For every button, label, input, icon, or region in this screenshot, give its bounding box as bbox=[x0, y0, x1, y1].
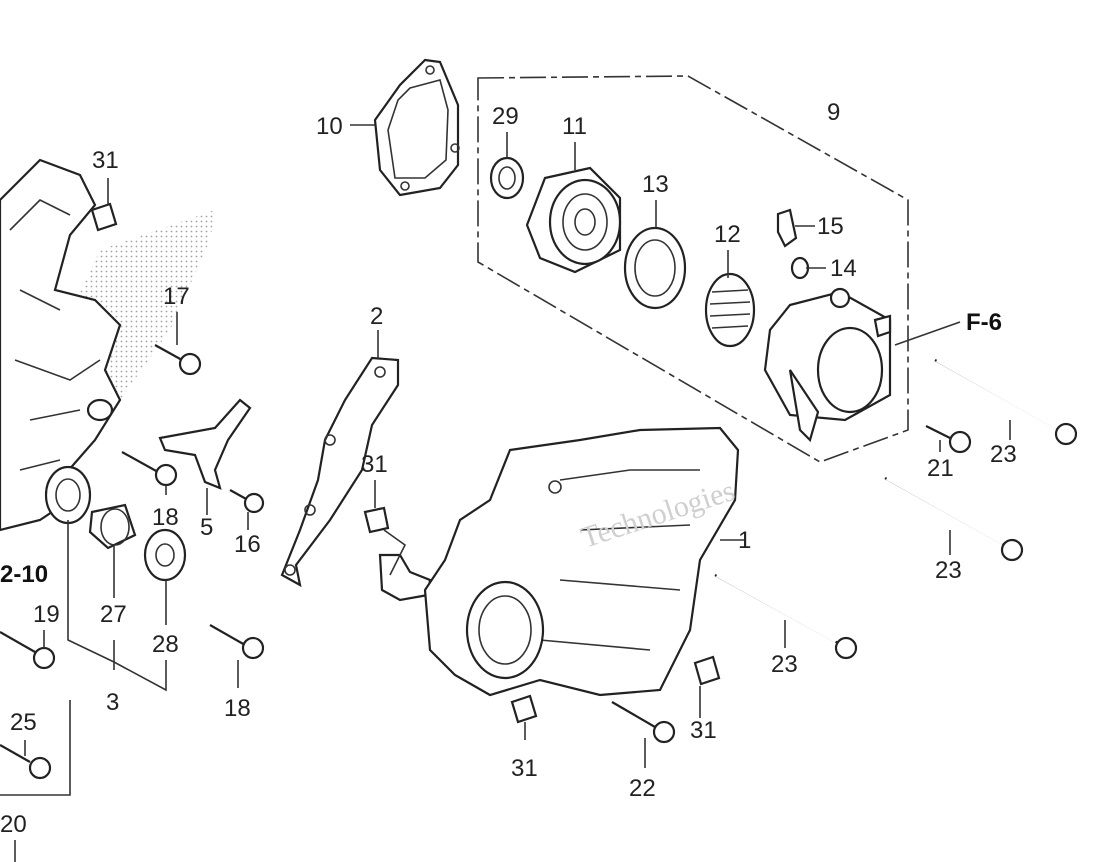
callout-28: 28 bbox=[152, 631, 179, 658]
callout-23-lower: 23 bbox=[771, 651, 798, 678]
dowel-31-bottom-left bbox=[510, 694, 538, 724]
spring-clip bbox=[704, 272, 756, 348]
small-bolt-15 bbox=[776, 208, 798, 248]
callout-31-plate: 31 bbox=[361, 451, 388, 478]
callout-17: 17 bbox=[163, 283, 190, 310]
callout-23-upper: 23 bbox=[990, 441, 1017, 468]
mounting-plate bbox=[280, 356, 400, 588]
long-bolt-2 bbox=[884, 476, 1024, 562]
pump-housing bbox=[763, 287, 892, 443]
callout-31-bottom-left: 31 bbox=[511, 755, 538, 782]
callout-13: 13 bbox=[642, 171, 669, 198]
bolt-16 bbox=[229, 489, 265, 514]
callout-31-bottom-right: 31 bbox=[690, 717, 717, 744]
callout-21: 21 bbox=[927, 455, 954, 482]
leader-lines bbox=[0, 124, 1011, 862]
engine-block bbox=[0, 158, 122, 532]
long-bolt-1 bbox=[934, 358, 1078, 446]
callout-22: 22 bbox=[629, 775, 656, 802]
assembly-9-outline bbox=[477, 75, 909, 463]
bolt-18-lower bbox=[209, 624, 265, 660]
engine-cover bbox=[423, 426, 740, 697]
bearing bbox=[525, 166, 622, 274]
callout-15: 15 bbox=[817, 213, 844, 240]
lever-arm bbox=[158, 398, 252, 490]
small-bearing bbox=[143, 528, 187, 582]
callout-31-top: 31 bbox=[92, 147, 119, 174]
callout-25: 25 bbox=[10, 709, 37, 736]
callout-14: 14 bbox=[830, 255, 857, 282]
callout-1: 1 bbox=[738, 527, 751, 554]
bolt-25 bbox=[0, 744, 52, 780]
callout-2: 2 bbox=[370, 303, 383, 330]
callout-27: 27 bbox=[100, 601, 127, 628]
callout-16: 16 bbox=[234, 531, 261, 558]
bolt-21 bbox=[925, 425, 972, 454]
callout-18-lower: 18 bbox=[224, 695, 251, 722]
callout-labels: 10 29 11 9 13 12 15 14 F-6 31 17 2 31 23… bbox=[0, 99, 1017, 838]
seal-ring bbox=[623, 226, 687, 310]
callout-19: 19 bbox=[33, 601, 60, 628]
bolt-18-upper bbox=[121, 451, 178, 487]
callout-29: 29 bbox=[492, 103, 519, 130]
bolt-17 bbox=[154, 344, 202, 376]
bolt-19 bbox=[0, 631, 56, 670]
callout-5: 5 bbox=[200, 514, 213, 541]
small-bolt-14 bbox=[790, 256, 810, 280]
dowel-pin bbox=[363, 506, 390, 534]
callout-18-upper: 18 bbox=[152, 504, 179, 531]
callout-12: 12 bbox=[714, 221, 741, 248]
oil-seal bbox=[489, 156, 525, 200]
callout-3: 3 bbox=[106, 689, 119, 716]
bracket bbox=[378, 553, 432, 602]
callout-20: 20 bbox=[0, 811, 27, 838]
callout-ref-2-10: 2-10 bbox=[0, 561, 48, 588]
callout-f6: F-6 bbox=[966, 309, 1002, 336]
bushing bbox=[88, 503, 137, 550]
callout-10: 10 bbox=[316, 113, 343, 140]
callout-23-middle: 23 bbox=[935, 557, 962, 584]
callout-9: 9 bbox=[827, 99, 840, 126]
dowel-31-top bbox=[90, 202, 118, 232]
bolt-22 bbox=[611, 701, 676, 744]
gasket bbox=[373, 58, 460, 197]
dowel-31-bottom-right bbox=[693, 655, 721, 686]
long-bolt-3 bbox=[714, 573, 858, 660]
callout-11: 11 bbox=[562, 113, 587, 140]
